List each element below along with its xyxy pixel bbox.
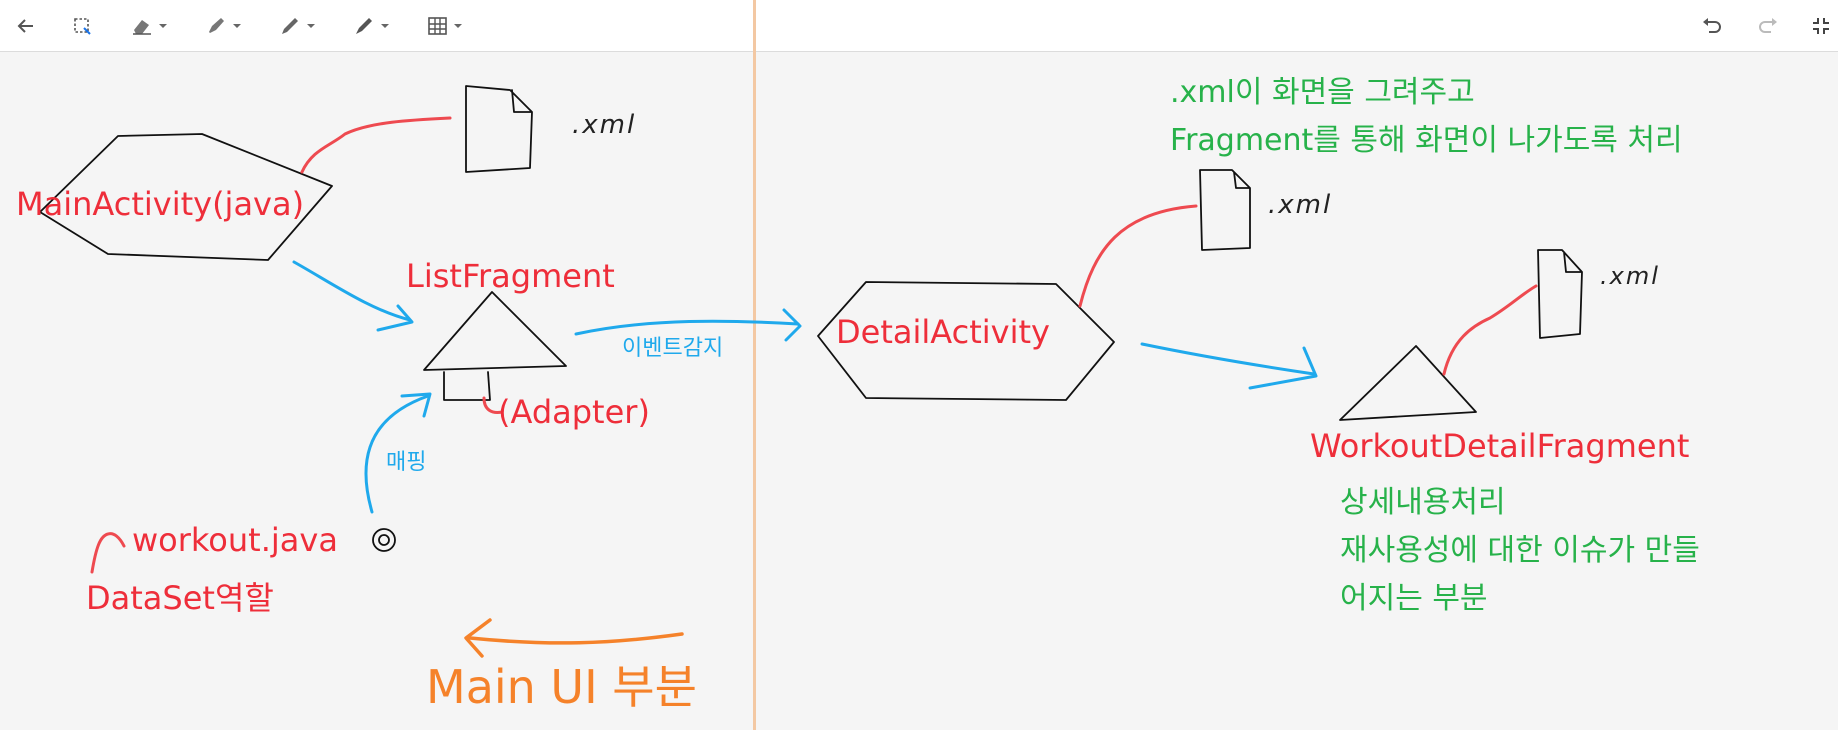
chevron-down-icon [454,24,462,28]
chevron-down-icon [381,24,389,28]
pen-icon [282,18,298,34]
list-fragment-label: ListFragment [406,257,615,295]
connector-main-to-xml [300,116,452,174]
workout-java-label: workout.java [132,521,338,559]
main-activity-label: MainActivity(java) [16,185,305,223]
xml-label-3: .xml [1600,262,1660,290]
detail-activity-hexagon-shape [817,281,1115,401]
connector-workout-arrow [90,532,126,574]
arrow-detail-to-workout [1140,342,1316,376]
marker-icon [356,18,372,34]
workout-detail-fragment-label: WorkoutDetailFragment [1310,427,1690,465]
lasso-select-icon[interactable] [68,8,96,44]
adapter-box-shape [443,371,491,401]
main-ui-label: Main UI 부분 [426,660,697,714]
arrow-main-ui [468,632,684,645]
exit-fullscreen-icon[interactable] [1808,8,1834,44]
detail-activity-label: DetailActivity [836,313,1050,351]
connector-detail-to-xml [1078,204,1198,308]
xml-label-2: .xml [1268,190,1333,220]
event-detect-label: 이벤트감지 [622,336,724,361]
chevron-down-icon [307,24,315,28]
highlighter-tool-button[interactable] [198,8,248,44]
back-arrow-icon[interactable] [12,8,40,44]
green-note-line-1: .xml이 화면을 그려주고 [1170,75,1475,110]
connector-workout-to-xml [1442,284,1538,376]
arrow-main-to-list [292,260,412,322]
redo-icon[interactable] [1754,8,1782,44]
workout-object-symbol [372,528,396,552]
detail-note-line-2: 재사용성에 대한 이슈가 만들 [1340,533,1700,568]
xml-file-doc-2-shape [1199,169,1251,251]
table-tool-button[interactable] [420,8,470,44]
dataset-role-label: DataSet역할 [86,579,274,617]
highlighter-icon [209,18,224,33]
workout-detail-triangle-shape [1339,345,1477,421]
chevron-down-icon [233,24,241,28]
pen-tool-button[interactable] [272,8,322,44]
arrow-workout-to-adapter [364,394,430,514]
chevron-down-icon [159,24,167,28]
detail-note-line-3: 어지는 부분 [1340,581,1488,616]
connector-adapter-label [482,396,504,414]
marker-tool-button[interactable] [346,8,396,44]
arrow-list-to-detail [574,319,800,336]
xml-label-1: .xml [572,110,637,140]
list-fragment-triangle-shape [423,291,567,371]
adapter-label: (Adapter) [498,393,650,431]
green-note-line-2: Fragment를 통해 화면이 나가도록 처리 [1170,123,1683,158]
drawing-toolbar [0,0,1838,52]
page-divider [753,0,756,730]
eraser-tool-button[interactable] [124,8,174,44]
xml-file-doc-1-shape [465,85,533,173]
table-grid-icon [428,17,447,35]
detail-note-line-1: 상세내용처리 [1340,485,1506,520]
eraser-icon [133,20,151,35]
mapping-label: 매핑 [386,450,427,475]
undo-icon[interactable] [1698,8,1726,44]
xml-file-doc-3-shape [1537,249,1583,339]
main-activity-hexagon-shape [39,133,333,261]
